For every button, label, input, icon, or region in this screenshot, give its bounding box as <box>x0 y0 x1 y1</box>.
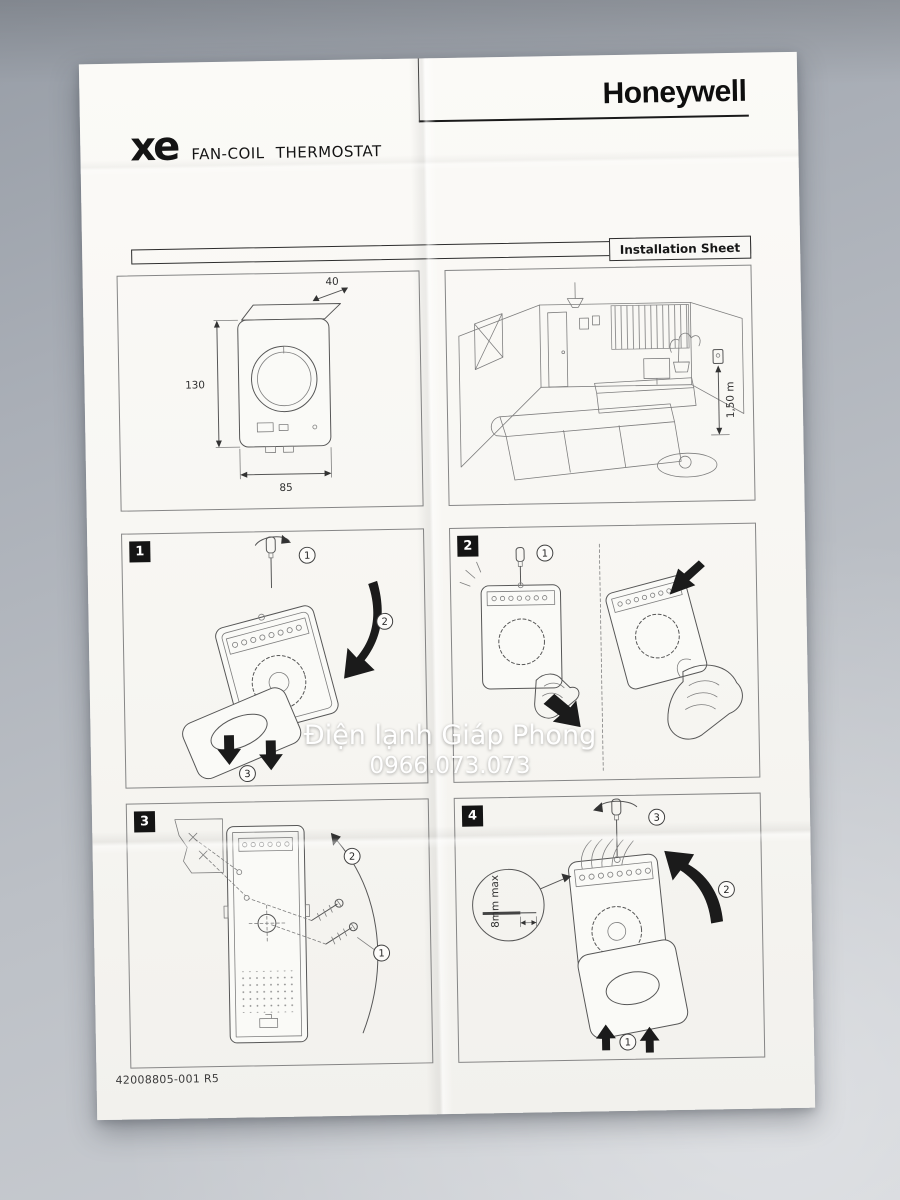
push-up-arrow <box>639 1026 660 1053</box>
step-marker: 2 <box>718 881 735 898</box>
panel-room: 1,50 m <box>444 264 756 506</box>
svg-text:1: 1 <box>625 1037 632 1048</box>
svg-text:3: 3 <box>244 769 251 780</box>
snap-emphasis-marks <box>459 561 482 587</box>
screwdriver-icon <box>265 536 276 589</box>
divider-line <box>598 543 604 771</box>
step-marker: 1 <box>536 544 554 562</box>
hand-icon <box>534 673 580 719</box>
width-dimension-label: 85 <box>279 482 292 494</box>
step-marker: 1 <box>298 546 316 564</box>
panel-step-2: 2 1 <box>448 522 761 783</box>
mount-height-label: 1,50 m <box>724 381 737 418</box>
push-up-arrow <box>596 1024 616 1051</box>
svg-text:2: 2 <box>723 885 730 896</box>
panel-number-badge: 4 <box>461 805 484 827</box>
thermostat-cover <box>182 687 302 780</box>
panel-step-1: 1 1 <box>121 528 429 789</box>
svg-text:3: 3 <box>653 813 660 824</box>
honeywell-logo: Honeywell <box>602 74 747 111</box>
step-marker: 2 <box>376 612 394 630</box>
room-illustration: 1,50 m <box>458 282 745 481</box>
part-number: 42008805-001 R5 <box>115 1072 220 1087</box>
panel-number-badge: 3 <box>133 811 156 833</box>
header-rule <box>418 114 749 123</box>
room-furnishings <box>474 282 718 481</box>
step-marker: 2 <box>343 847 361 865</box>
step4-drawing: 3 <box>472 798 735 1053</box>
attach-direction-arrow <box>664 850 724 924</box>
step-marker: 3 <box>648 808 666 826</box>
room-outline <box>458 302 745 468</box>
vent-dots <box>240 970 296 1014</box>
window-blinds <box>610 304 690 350</box>
hand-icon <box>667 658 743 740</box>
height-dimension-label: 130 <box>185 379 205 391</box>
svg-text:2: 2 <box>381 617 388 628</box>
pull-direction-arrow <box>543 693 581 728</box>
screwdriver-icon <box>515 547 525 585</box>
installation-sheet-label: Installation Sheet <box>608 235 752 262</box>
wall-thermostat <box>712 348 724 364</box>
svg-text:1: 1 <box>378 948 385 959</box>
product-title: FAN-COIL THERMOSTAT <box>191 142 382 164</box>
installation-sheet-paper: Honeywell xe FAN-COIL THERMOSTAT Install… <box>78 51 816 1121</box>
svg-text:2: 2 <box>349 852 356 863</box>
thermostat-front <box>480 582 563 690</box>
step-marker: 3 <box>239 765 256 783</box>
xe-logo: xe <box>129 123 178 171</box>
thermostat-cover <box>577 939 689 1039</box>
thermostat-tilted <box>605 575 708 690</box>
installation-sheet-bar: Installation Sheet <box>131 235 752 265</box>
thermostat-front-view <box>237 303 341 454</box>
svg-text:1: 1 <box>542 549 549 560</box>
remove-direction-arrow <box>344 580 382 679</box>
product-header: xe FAN-COIL THERMOSTAT <box>129 123 382 171</box>
screwdriver-icon <box>611 798 622 857</box>
step-marker: 1 <box>619 1033 637 1051</box>
mounting-height-dimension: 1,50 m <box>711 348 737 436</box>
mounting-screws <box>249 898 358 945</box>
wire-strip-callout: 8mm max <box>472 868 572 942</box>
tilt-direction-arrow <box>669 560 705 595</box>
wall-section <box>174 818 224 874</box>
pull-down-arrow <box>217 735 242 765</box>
svg-text:1: 1 <box>304 551 311 562</box>
panel-number-badge: 2 <box>457 535 479 557</box>
panel-dimensions: 130 85 40 <box>116 270 424 512</box>
dimension-drawing: 130 85 40 <box>185 276 349 494</box>
wall-plate <box>223 824 310 1044</box>
depth-dimension-label: 40 <box>325 276 338 288</box>
step1-drawing: 1 2 <box>182 534 394 783</box>
strip-length-label: 8mm max <box>489 875 502 928</box>
alignment-leader-lines <box>194 838 247 897</box>
dimension-lines: 130 85 40 <box>185 276 349 494</box>
panel-step-4: 4 3 <box>453 792 766 1063</box>
pull-down-arrow <box>259 740 283 771</box>
step3-drawing: 2 1 <box>174 818 391 1044</box>
header-divider-line <box>417 58 420 123</box>
panel-number-badge: 1 <box>129 541 151 563</box>
step-marker: 1 <box>373 944 391 962</box>
step2-drawing: 1 <box>459 543 743 771</box>
panel-step-3: 3 <box>125 798 434 1069</box>
